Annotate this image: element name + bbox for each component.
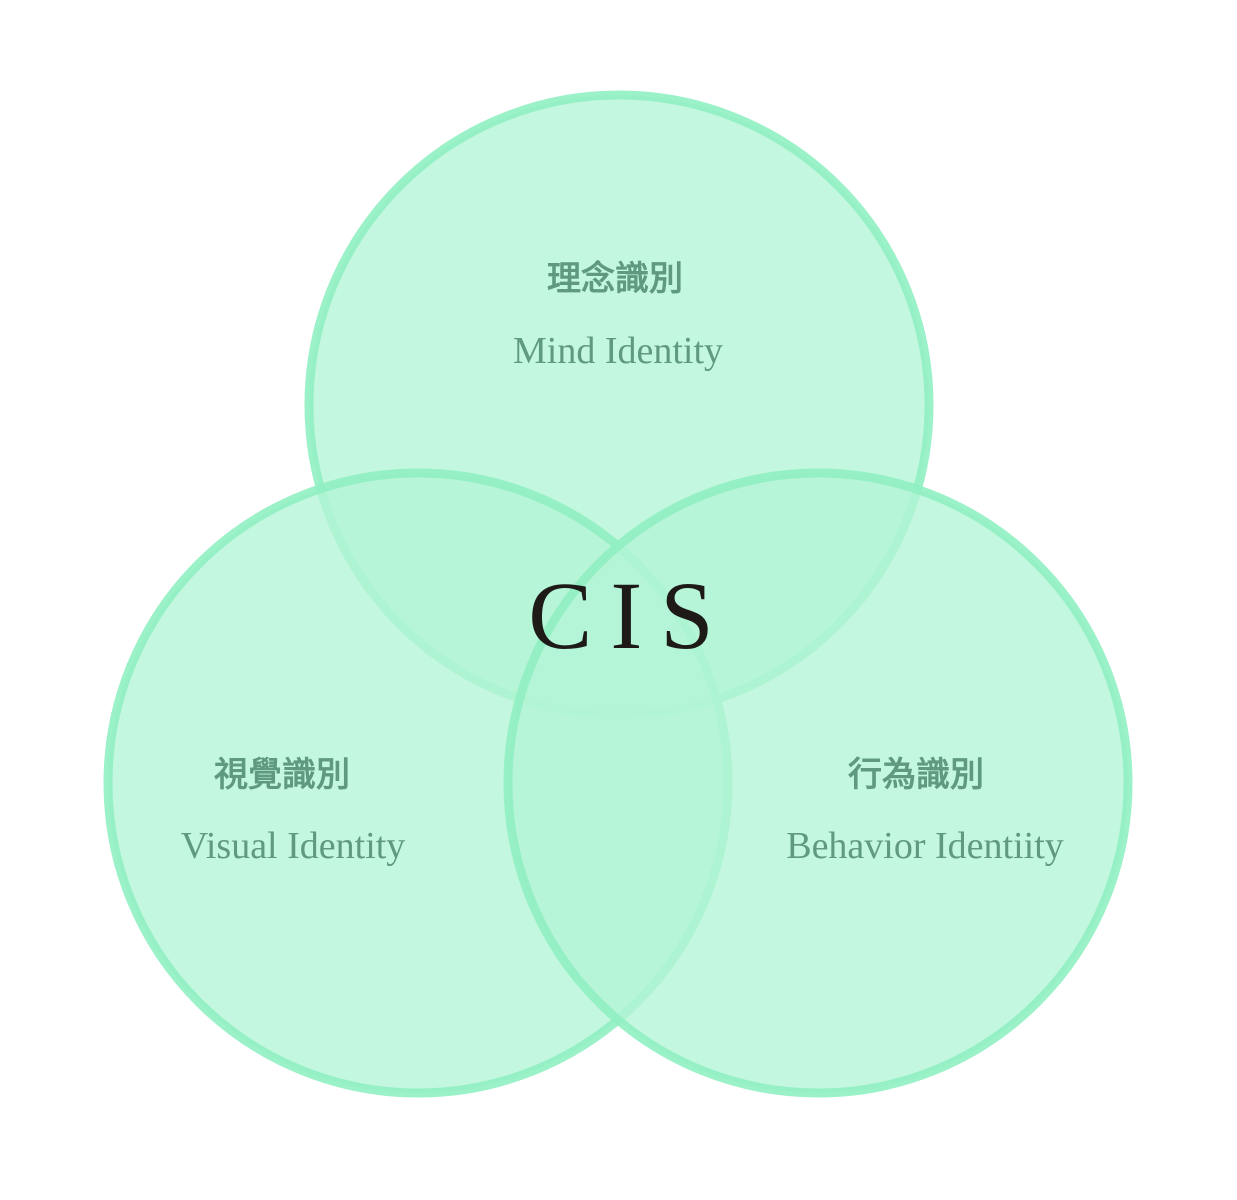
visual-identity-title: 視覺識別: [214, 755, 350, 795]
visual-identity-subtitle: Visual Identity: [181, 825, 406, 867]
behavior-identity-subtitle: Behavior Identiity: [786, 825, 1064, 867]
mind-identity-title: 理念識別: [547, 259, 683, 299]
behavior-identity-title: 行為識別: [848, 755, 984, 795]
cis-center-label: CIS: [528, 562, 731, 669]
circle-behavior-identity: [503, 468, 1133, 1098]
mind-identity-subtitle: Mind Identity: [513, 330, 723, 372]
